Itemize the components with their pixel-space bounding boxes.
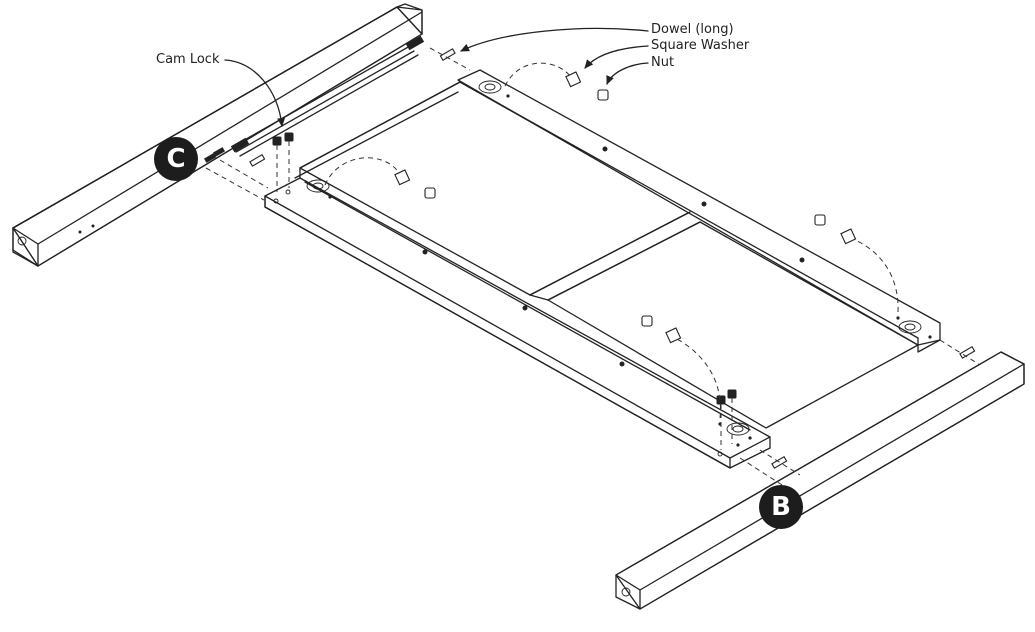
hardware-set-3 (814, 214, 899, 313)
hardware-set-2 (504, 62, 609, 101)
rail-end-hole (17, 236, 27, 246)
badge-c: C (154, 137, 198, 181)
hardware-set-4 (641, 315, 721, 419)
callout-dowel-long: Dowel (long) (651, 22, 734, 37)
leg-rail-c (12, 3, 423, 267)
dashed-guides-c (205, 47, 471, 201)
callout-square-washer: Square Washer (651, 38, 750, 53)
callout-leaders (224, 27, 649, 127)
rail-end-hole (621, 587, 631, 597)
table-frame (264, 69, 941, 469)
cam-lock-pins-c (272, 132, 294, 192)
dowels-rail-b (739, 339, 981, 491)
badge-b: B (759, 485, 803, 529)
callout-cam-lock: Cam Lock (156, 52, 220, 67)
callout-nut: Nut (651, 55, 675, 70)
cam-lock-pins-b (716, 389, 737, 450)
leg-rail-b (615, 351, 1025, 610)
rods-rail-c (203, 35, 456, 167)
hardware-set-1 (324, 157, 436, 199)
